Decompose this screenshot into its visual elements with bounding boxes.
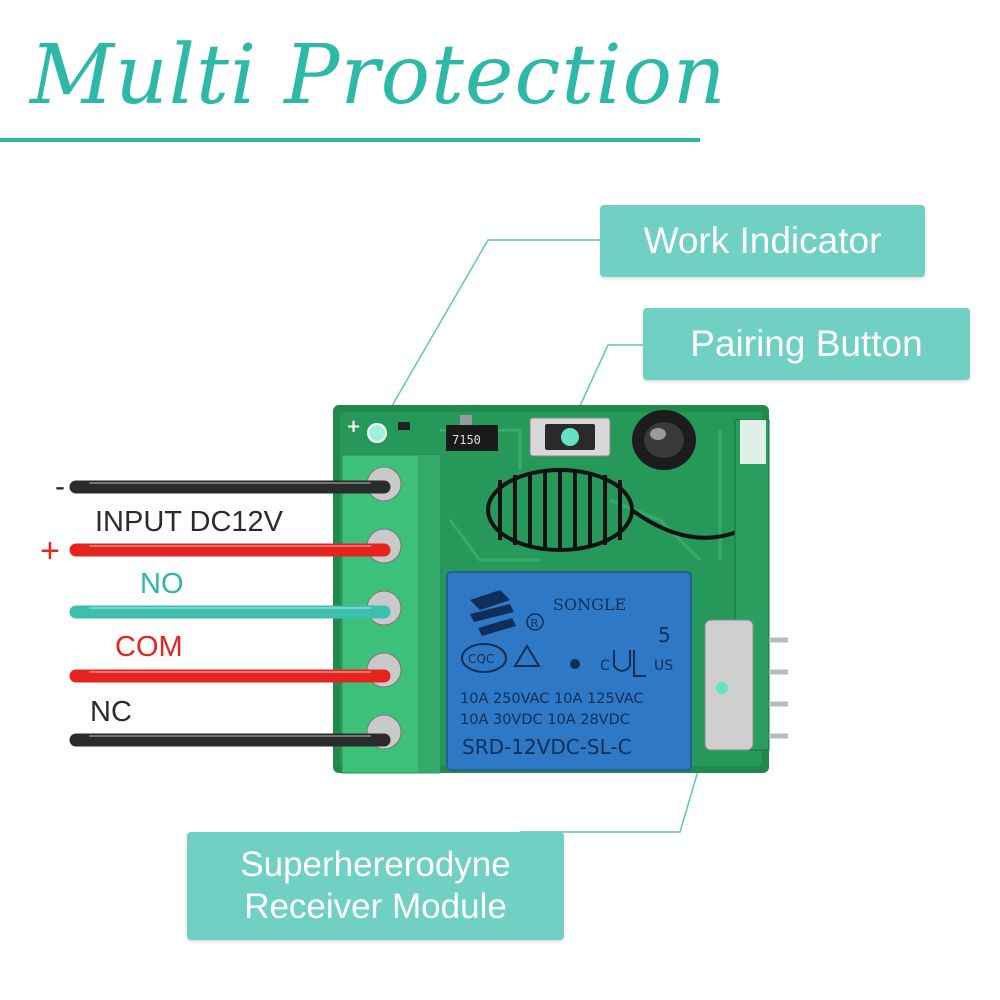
no-label: NO xyxy=(140,568,184,600)
relay-brand: SONGLE xyxy=(553,595,626,614)
plus-sign: + xyxy=(40,532,60,570)
relay-rating-1: 10A 250VAC 10A 125VAC xyxy=(460,691,643,707)
work-indicator-led xyxy=(367,423,387,443)
pairing-button-callout: Pairing Button xyxy=(643,308,970,380)
svg-text:R: R xyxy=(530,617,539,630)
work-indicator-callout: Work Indicator xyxy=(600,205,925,277)
pairing-button-label: Pairing Button xyxy=(690,323,923,364)
pairing-button-led xyxy=(561,428,579,446)
relay-rating-2: 10A 30VDC 10A 28VDC xyxy=(460,712,630,728)
relay-model: SRD-12VDC-SL-C xyxy=(462,735,632,759)
ul-mark-icon xyxy=(613,650,646,677)
receiver-module-line2: Receiver Module xyxy=(244,887,507,926)
minus-sign: - xyxy=(55,470,65,503)
relay-number: 5 xyxy=(658,623,671,647)
receiver-module-callout: Superhererodyne Receiver Module xyxy=(187,832,564,940)
com-label: COM xyxy=(115,631,183,663)
relay-c: C xyxy=(600,658,610,674)
page-title: Multi Protection xyxy=(30,28,727,123)
smd-resistor xyxy=(398,422,410,430)
receiver-module-marker xyxy=(716,682,728,694)
nc-label: NC xyxy=(90,696,132,728)
regulator-chip xyxy=(446,425,498,451)
songle-logo-icon xyxy=(470,590,516,636)
leader-pairing-button xyxy=(567,344,643,433)
crystal-oscillator xyxy=(704,619,754,751)
antenna-coil xyxy=(486,468,762,552)
chip-code: 7150 xyxy=(452,433,481,447)
pcb-plus-mark: + xyxy=(346,416,361,437)
work-indicator-label: Work Indicator xyxy=(643,220,882,261)
relay-cqc: CQC xyxy=(468,652,494,666)
input-dc12v-label: INPUT DC12V xyxy=(95,506,284,538)
relay-us: US xyxy=(654,658,673,674)
certification-triangle-icon xyxy=(513,644,541,667)
leader-work-indicator xyxy=(377,239,600,431)
title-underline xyxy=(0,138,700,142)
receiver-module-line1: Superhererodyne xyxy=(240,845,511,884)
